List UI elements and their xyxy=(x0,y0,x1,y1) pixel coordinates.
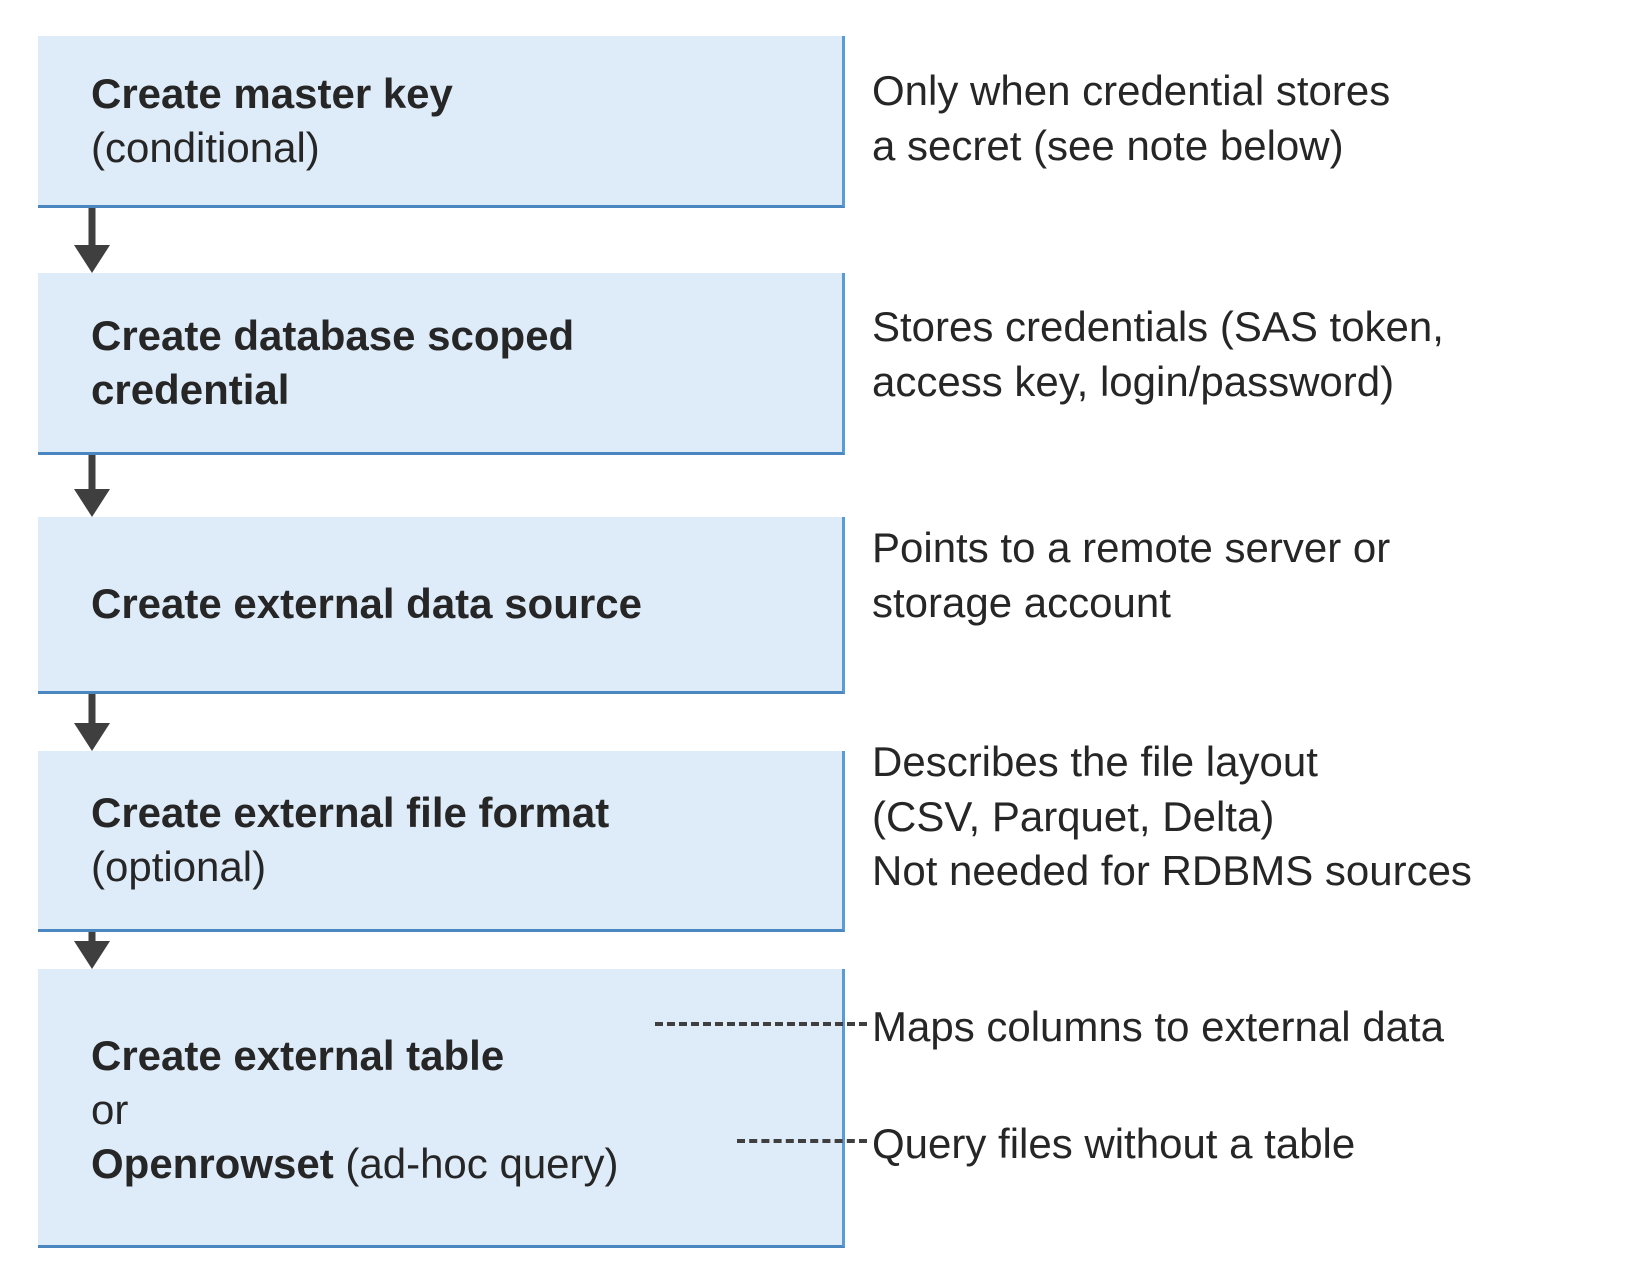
step-description-create-database-scoped-credential: Stores credentials (SAS token, access ke… xyxy=(872,303,1444,405)
openrowset-suffix: (ad-hoc query) xyxy=(333,1139,619,1187)
step-box-create-external-table-or-openrowset: Create external table or Openrowset (ad-… xyxy=(38,969,845,1248)
dashed-connector-external-table xyxy=(655,1022,867,1026)
step-title-openrowset: Openrowset (ad-hoc query) xyxy=(38,1137,842,1191)
step-description-create-master-key: Only when credential stores a secret (se… xyxy=(872,67,1391,169)
step-title-create-external-file-format: Create external file format xyxy=(91,789,610,837)
step-title-create-master-key: Create master key xyxy=(91,69,453,117)
step-description-create-external-table: Maps columns to external data xyxy=(872,1003,1444,1050)
step-box-create-master-key: Create master key (conditional) xyxy=(38,36,845,208)
step-title-create-external-table: Create external table xyxy=(91,1032,505,1080)
step-title-create-external-data-source: Create external data source xyxy=(91,580,642,628)
step-description-create-external-data-source: Points to a remote server or storage acc… xyxy=(872,524,1391,626)
dashed-connector-openrowset xyxy=(737,1139,867,1143)
step-title-create-database-scoped-credential-line2: credential xyxy=(91,365,290,413)
step-box-create-database-scoped-credential: Create database scoped credential xyxy=(38,273,845,455)
step-box-create-external-data-source: Create external data source xyxy=(38,517,845,694)
step-subtitle-create-external-file-format: (optional) xyxy=(91,843,267,890)
step-description-create-external-file-format: Describes the file layout (CSV, Parquet,… xyxy=(872,738,1472,895)
openrowset-label: Openrowset xyxy=(91,1139,334,1187)
step-subtitle-create-master-key: (conditional) xyxy=(91,123,320,171)
step-box-create-external-file-format: Create external file format (optional) xyxy=(38,751,845,932)
step-description-openrowset: Query files without a table xyxy=(872,1120,1356,1167)
step-connector-or: or xyxy=(91,1086,129,1134)
step-title-create-database-scoped-credential-line1: Create database scoped xyxy=(91,311,575,359)
